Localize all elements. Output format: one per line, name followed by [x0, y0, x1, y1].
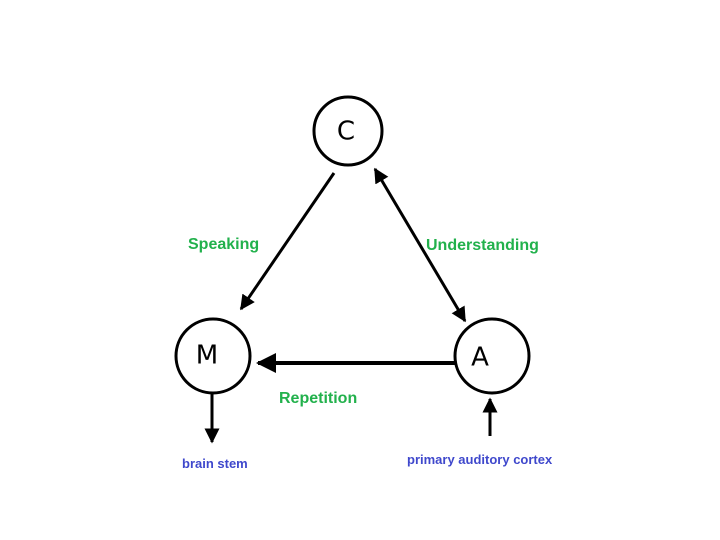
node-a-circle [453, 317, 531, 395]
edge-understanding-label: Understanding [426, 237, 539, 254]
edge-understanding-arrow [373, 167, 467, 323]
input-label: primary auditory cortex [407, 452, 553, 467]
node-m-circle [174, 317, 252, 395]
node-a-label: A [471, 343, 489, 373]
output-label: brain stem [182, 456, 248, 471]
edge-repetition-label: Repetition [279, 390, 357, 407]
node-a: A [453, 317, 531, 395]
node-m-label: M [196, 341, 218, 371]
edge-speaking-label: Speaking [188, 236, 259, 253]
node-c-circle [312, 95, 384, 167]
edge-speaking-arrow [239, 172, 336, 311]
node-c-label: C [337, 117, 355, 147]
node-m: M [174, 317, 252, 395]
node-c: C [312, 95, 384, 167]
